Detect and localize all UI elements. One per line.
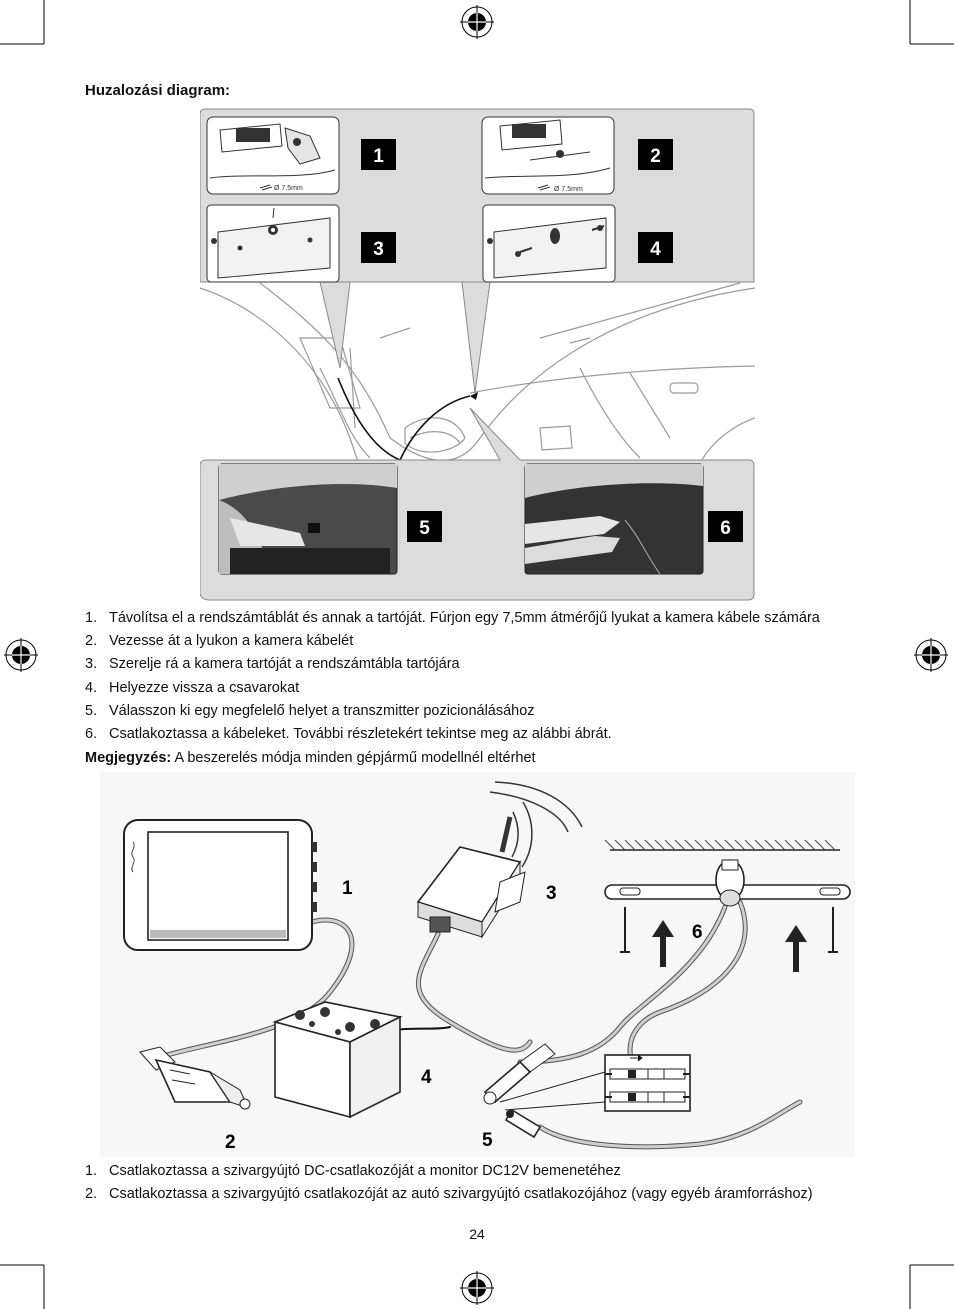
note-text: A beszerelés módja minden gépjármű model… [171,750,536,766]
callout-3: 3 [546,883,557,904]
section-heading: Huzalozási diagram: [85,82,231,99]
list-item: 5.Válasszon ki egy megfelelő helyet a tr… [85,702,535,719]
arrow-up-icon-right [785,925,807,972]
svg-text:3: 3 [373,239,384,260]
svg-text:5: 5 [419,518,430,539]
svg-text:1: 1 [373,146,384,167]
step-2-picture: Ø 7.5mm [481,116,615,195]
arrow-up-icon-left [652,920,674,967]
step-badge-3: 3 [361,232,396,263]
drill-size-label-2: Ø 7.5mm [554,186,583,193]
note: Megjegyzés: A beszerelés módja minden gé… [85,748,536,768]
list-item: 6.Csatlakoztassa a kábeleket. További ré… [85,725,612,742]
registration-mark-right-icon [914,638,948,672]
camera-mount-drawing [604,839,851,972]
callout-5: 5 [482,1130,493,1151]
registration-mark-top-icon [460,5,494,39]
step-badge-1: 1 [361,139,396,170]
monitor-drawing [123,819,317,951]
list-item: 1.Csatlakoztassa a szivargyújtó DC-csatl… [85,1163,621,1179]
female-plug-drawing [483,1043,556,1105]
installation-illustration: Ø 7.5mm Ø 7.5mm [200,108,755,602]
callout-1: 1 [342,878,353,899]
page-number: 24 [469,1226,485,1242]
step-1-picture: Ø 7.5mm [206,116,340,195]
step-3-picture [206,204,340,283]
step-badge-5: 5 [407,511,442,542]
note-label: Megjegyzés: [85,750,172,766]
car-rear-drawing [200,282,755,469]
connection-steps-list: 1.Csatlakoztassa a szivargyújtó DC-csatl… [85,1160,813,1206]
svg-text:4: 4 [650,239,661,260]
list-item: 4.Helyezze vissza a csavarokat [85,679,300,696]
list-item: 2.Vezesse át a lyukon a kamera kábelét [85,633,354,650]
transmitter-drawing [416,781,583,939]
callout-2: 2 [225,1132,236,1153]
list-item: 2.Csatlakoztassa a szivargyújtó csatlako… [85,1186,813,1203]
registration-mark-bottom-icon [460,1271,494,1305]
lighter-plug-drawing [139,1046,251,1110]
step-4-picture [482,204,616,283]
rca-plug-drawing [504,1108,542,1139]
step-badge-2: 2 [638,139,673,170]
drill-size-label-1: Ø 7.5mm [274,185,303,192]
installation-steps-list: 1.Távolítsa el a rendszámtáblát és annak… [85,607,820,746]
svg-text:2: 2 [650,146,661,167]
step-badge-4: 4 [638,232,673,263]
step-6-photo [524,463,704,575]
step-5-photo [218,463,398,575]
svg-text:6: 6 [720,518,731,539]
registration-mark-left-icon [4,638,38,672]
connector-detail-inset [499,1054,691,1112]
callout-6: 6 [692,922,703,943]
wiring-diagram: 1 2 3 4 5 6 [100,772,855,1157]
battery-drawing [272,1001,403,1119]
list-item: 1.Távolítsa el a rendszámtáblát és annak… [85,610,820,626]
callout-4: 4 [421,1067,432,1088]
list-item: 3.Szerelje rá a kamera tartóját a rendsz… [85,656,460,673]
step-badge-6: 6 [708,511,743,542]
